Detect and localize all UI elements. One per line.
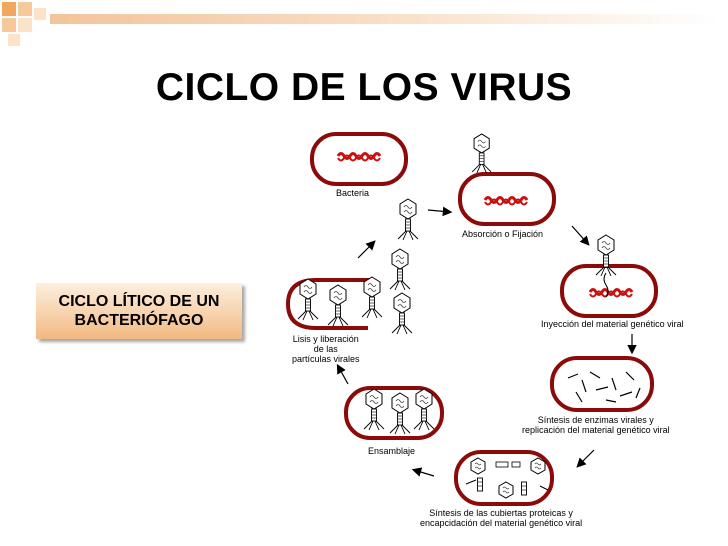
caption-lisis-line3: partículas virales (292, 354, 360, 364)
stage-bacteria (310, 132, 408, 186)
caption-inyeccion: Inyección del material genético viral (541, 319, 684, 329)
stage-inyeccion (560, 234, 658, 318)
caption-lisis-line2: de las (313, 344, 338, 354)
cycle-label-box: CICLO LÍTICO DE UN BACTERIÓFAGO (36, 283, 242, 339)
caption-bacteria: Bacteria (336, 188, 370, 198)
page-title: CICLO DE LOS VIRUS (155, 66, 573, 109)
caption-absorcion: Absorción o Fijación (462, 229, 544, 239)
caption-sintesis-enzimas-line1: Síntesis de enzimas virales y (537, 415, 654, 425)
caption-sintesis-enzimas: Síntesis de enzimas virales y replicació… (522, 415, 670, 435)
caption-lisis: Lisis y liberación de las partículas vir… (292, 334, 360, 364)
caption-sintesis-enzimas-line2: replicación del material genético viral (522, 425, 670, 435)
stage-sintesis-enzimas (550, 356, 654, 412)
cycle-label-line2: BACTERIÓFAGO (74, 312, 204, 329)
stage-lisis (285, 198, 419, 335)
caption-ensamblaje: Ensamblaje (368, 446, 416, 456)
cycle-arrows (336, 206, 637, 477)
corner-decoration (2, 2, 46, 46)
caption-sintesis-cubiertas-line2: encapcidación del material genético vira… (420, 518, 583, 528)
cycle-label-line1: CICLO LÍTICO DE UN (58, 293, 220, 310)
header-accent-bar (50, 14, 720, 24)
caption-sintesis-cubiertas: Síntesis de las cubiertas proteicas y en… (420, 508, 582, 528)
stage-ensamblaje (344, 386, 444, 440)
stage-sintesis-cubiertas (454, 450, 554, 506)
stage-absorcion (458, 133, 556, 226)
caption-sintesis-cubiertas-line1: Síntesis de las cubiertas proteicas y (429, 508, 573, 518)
caption-lisis-line1: Lisis y liberación (292, 334, 359, 344)
